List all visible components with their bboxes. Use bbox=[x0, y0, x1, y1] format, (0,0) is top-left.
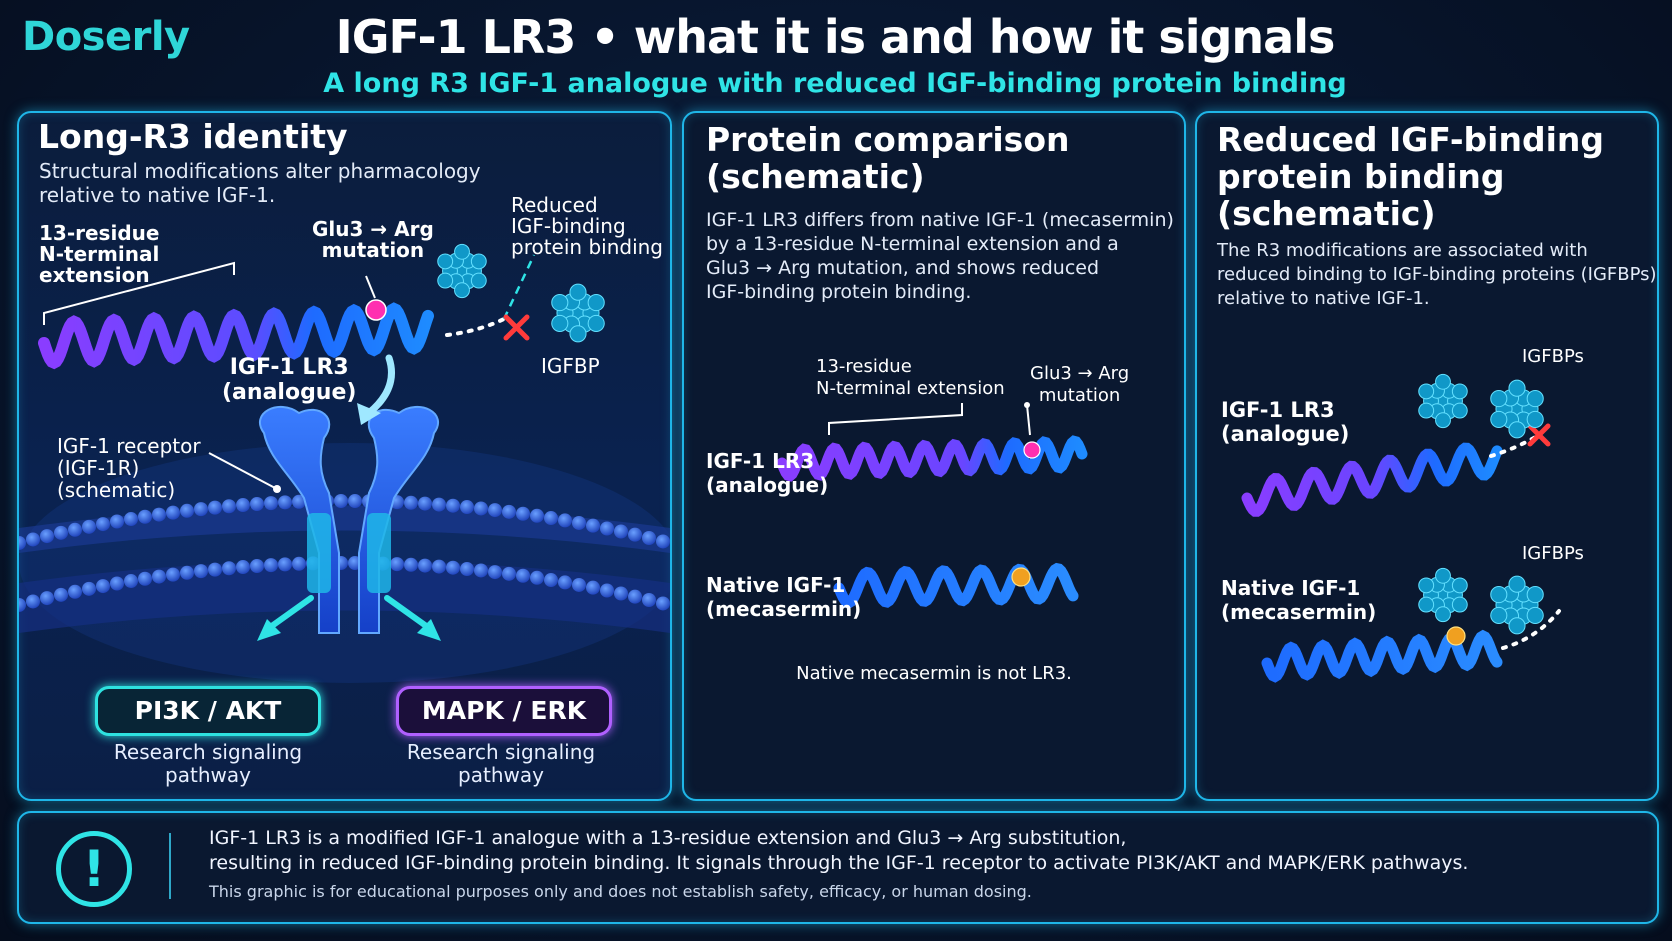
helix-icon bbox=[38, 302, 434, 370]
helix-icon bbox=[1241, 442, 1503, 517]
igfbp-cluster-icon bbox=[1418, 567, 1468, 623]
native-residue-marker bbox=[1011, 567, 1031, 587]
panel-protein-comparison: Protein comparison(schematic) IGF-1 LR3 … bbox=[682, 111, 1186, 801]
pathway-mapk-erk: MAPK / ERK bbox=[396, 686, 612, 736]
footer-summary: ! IGF-1 LR3 is a modified IGF-1 analogue… bbox=[17, 811, 1659, 924]
pathway-pi3k-akt: PI3K / AKT bbox=[95, 686, 321, 736]
igfbp-cluster-icon bbox=[1490, 379, 1544, 439]
helix-icon bbox=[776, 435, 1088, 482]
igfbp-cluster-icon bbox=[1490, 575, 1544, 635]
panel-long-r3-identity: Long-R3 identity Structural modification… bbox=[17, 111, 672, 801]
arrow-icon bbox=[266, 595, 314, 631]
helix-icon bbox=[1261, 629, 1503, 683]
helix-icon bbox=[833, 562, 1079, 609]
page-subtitle: A long R3 IGF-1 analogue with reduced IG… bbox=[323, 68, 1347, 99]
panel3-illustration bbox=[1241, 373, 1561, 683]
warning-icon: ! bbox=[56, 831, 132, 907]
panel1-description-2: relative to native IGF-1. bbox=[39, 183, 276, 207]
arrow-icon bbox=[365, 354, 395, 417]
panel2-illustration bbox=[776, 402, 1088, 609]
panel2-note: Native mecasermin is not LR3. bbox=[796, 663, 1072, 684]
brand-logo: Doserly bbox=[22, 14, 190, 60]
block-x-icon bbox=[1527, 423, 1551, 447]
label-igfbps-top: IGFBPs bbox=[1522, 346, 1584, 367]
footer-disclaimer: This graphic is for educational purposes… bbox=[209, 882, 1032, 901]
receptor-icon bbox=[258, 405, 440, 634]
label-analogue: IGF-1 LR3(analogue) bbox=[222, 355, 357, 405]
label-igfbp: IGFBP bbox=[541, 354, 600, 378]
mutation-marker bbox=[1023, 441, 1041, 459]
native-residue-marker bbox=[1446, 626, 1466, 646]
label-receptor: IGF-1 receptor(IGF-1R)(schematic) bbox=[57, 434, 201, 502]
label-lr3-analogue-3: IGF-1 LR3(analogue) bbox=[1221, 398, 1350, 446]
panel1-description-1: Structural modifications alter pharmacol… bbox=[39, 159, 481, 183]
footer-summary-text: IGF-1 LR3 is a modified IGF-1 analogue w… bbox=[209, 827, 1469, 874]
block-x-icon bbox=[503, 314, 530, 341]
igfbp-cluster-icon bbox=[437, 243, 487, 299]
panel3-description: The R3 modifications are associated with… bbox=[1217, 240, 1657, 309]
label-native-igf1-3: Native IGF-1(mecasermin) bbox=[1221, 576, 1377, 624]
label-lr3-analogue: IGF-1 LR3(analogue) bbox=[706, 449, 829, 497]
label-igfbps-bottom: IGFBPs bbox=[1522, 543, 1584, 564]
mutation-marker bbox=[365, 299, 387, 321]
extension-bracket bbox=[43, 261, 235, 325]
footer-divider bbox=[169, 833, 171, 899]
igfbp-cluster-icon bbox=[1418, 373, 1468, 429]
panel2-title: Protein comparison(schematic) bbox=[706, 120, 1070, 196]
arrow-icon bbox=[384, 595, 432, 631]
panel1-title: Long-R3 identity bbox=[38, 117, 348, 156]
panel1-illustration bbox=[19, 243, 670, 683]
igfbp-cluster-icon bbox=[551, 283, 605, 343]
label-native-igf1: Native IGF-1(mecasermin) bbox=[706, 573, 862, 621]
panel2-description: IGF-1 LR3 differs from native IGF-1 (mec… bbox=[706, 209, 1174, 303]
page-title: IGF-1 LR3 • what it is and how it signal… bbox=[335, 10, 1336, 64]
